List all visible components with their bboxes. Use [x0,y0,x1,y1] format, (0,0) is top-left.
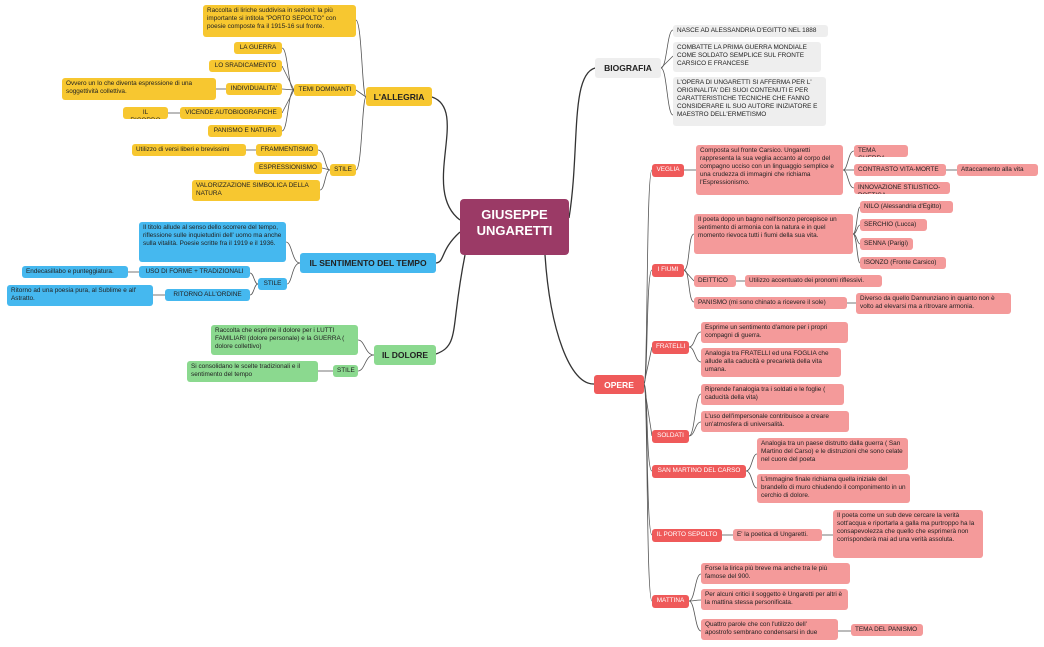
branch-sentimento [435,231,461,264]
tema-sradicamento[interactable]: LO SRADICAMENTO [209,60,282,72]
fiumi-node[interactable]: I FIUMI [652,264,684,277]
fratelli-node[interactable]: FRATELLI [652,341,689,354]
mattina-node[interactable]: MATTINA [652,595,689,608]
ritorno-ordine-note[interactable]: Ritorno ad una poesia pura, al Sublime e… [7,285,153,306]
dolore-stile-note[interactable]: Si consolidano le scelte tradizionali e … [187,361,318,382]
fiumi-deittico[interactable]: DEITTICO [694,275,736,287]
stile-frammentismo[interactable]: FRAMMENTISMO [256,144,318,156]
dolore-stile-node[interactable]: STILE [333,365,358,377]
fiumi-description[interactable]: Il poeta dopo un bagno nell'Isonzo perce… [694,214,853,254]
soldati-node[interactable]: SOLDATI [652,430,689,443]
mattina-item-1[interactable]: Forse la lirica più breve ma anche tra l… [701,563,850,584]
temi-dominanti-node[interactable]: TEMI DOMINANTI [294,84,356,96]
biografia-item-1[interactable]: NASCE AD ALESSANDRIA D'EGITTO NEL 1888 [673,25,828,37]
sanmartino-item-2[interactable]: L'immagine finale richiama quella inizia… [757,474,910,503]
fiumi-panismo-note[interactable]: Diverso da quello Dannunziano in quanto … [856,293,1011,314]
biografia-node[interactable]: BIOGRAFIA [595,58,661,78]
veglia-contrasto[interactable]: CONTRASTO VITA-MORTE [854,164,946,176]
veglia-tema-guerra[interactable]: TEMA GUERRA [854,145,908,157]
sanmartino-node[interactable]: SAN MARTINO DEL CARSO [652,465,746,478]
branch-dolore [435,254,466,355]
fiumi-river-isonzo[interactable]: ISONZO (Fronte Carsico) [860,257,946,269]
tema-vicende-autobiografiche[interactable]: VICENDE AUTOBIOGRAFICHE [180,107,282,119]
sentimento-node[interactable]: IL SENTIMENTO DEL TEMPO [300,253,436,273]
branch-opere [544,254,595,385]
dolore-description[interactable]: Raccolta che esprime il dolore per i LUT… [211,325,358,355]
veglia-innovazione[interactable]: INNOVAZIONE STILISTICO-POETICA [854,182,950,194]
frammentismo-note[interactable]: Utilizzo di versi liberi e brevissimi [132,144,246,156]
stile-valorizzazione[interactable]: VALORIZZAZIONE SIMBOLICA DELLA NATURA [192,180,320,201]
veglia-description[interactable]: Composta sul fronte Carsico. Ungaretti r… [696,145,843,195]
veglia-node[interactable]: VEGLIA [652,164,684,177]
ritorno-ordine[interactable]: RITORNO ALL'ORDINE [165,289,250,301]
biografia-item-3[interactable]: L'OPERA DI UNGARETTI SI AFFERMA PER L' O… [673,77,826,126]
soldati-item-1[interactable]: Riprende l'analogia tra i soldati e le f… [701,384,844,405]
mattina-item-2[interactable]: Per alcuni critici il soggetto è Ungaret… [701,589,848,610]
fiumi-river-nilo[interactable]: NILO (Alessandria d'Egitto) [860,201,953,213]
uso-forme-tradizionali[interactable]: USO DI FORME + TRADIZIONALI [139,266,250,278]
biografia-item-2[interactable]: COMBATTE LA PRIMA GUERRA MONDIALE COME S… [673,42,821,72]
dolore-node[interactable]: IL DOLORE [374,345,436,365]
soldati-item-2[interactable]: L'uso dell'impersonale contribuisce a cr… [701,411,849,432]
allegria-description[interactable]: Raccolta di liriche suddivisa in sezioni… [203,5,356,37]
sanmartino-item-1[interactable]: Analogia tra un paese distrutto dalla gu… [757,438,908,470]
tema-panismo-natura[interactable]: PANISMO E NATURA [208,125,282,137]
porto-sepolto-node[interactable]: IL PORTO SEPOLTO [652,529,722,542]
opere-node[interactable]: OPERE [594,375,644,394]
central-topic[interactable]: GIUSEPPE UNGARETTI [460,199,569,255]
sentimento-description[interactable]: Il titolo allude al senso dello scorrere… [139,222,286,262]
porto-note[interactable]: Il poeta come un sub deve cercare la ver… [833,510,983,558]
fiumi-deittico-note[interactable]: Utilizzo accentuato dei pronomi riflessi… [745,275,882,287]
branch-allegria [431,96,461,221]
uso-forme-note[interactable]: Endecasillabo e punteggiatura. [22,266,128,278]
tema-guerra[interactable]: LA GUERRA [234,42,282,54]
individualita-note[interactable]: Ovvero un lo che diventa espressione di … [62,78,216,100]
allegria-node[interactable]: L'ALLEGRIA [366,87,432,106]
central-line-2: UNGARETTI [476,223,553,239]
fiumi-panismo[interactable]: PANISMO (mi sono chinato a ricevere il s… [694,297,847,309]
mattina-item-3[interactable]: Quattro parole che con l'utilizzo dell' … [701,619,838,640]
sentimento-stile-node[interactable]: STILE [258,278,287,290]
tema-individualita[interactable]: INDIVIDUALITA' [226,83,282,95]
branch-biografia [568,67,596,219]
central-line-1: GIUSEPPE [481,207,548,222]
fiumi-river-senna[interactable]: SENNA (Parigi) [860,238,913,250]
veglia-contrasto-note[interactable]: Attaccamento alla vita [957,164,1038,176]
stile-espressionismo[interactable]: ESPRESSIONISMO [254,162,322,174]
fratelli-item-1[interactable]: Esprime un sentimento d'amore per i prop… [701,322,848,343]
mattina-tema-panismo[interactable]: TEMA DEL PANISMO [851,624,923,636]
il-ricordo[interactable]: IL RICORDO [123,107,168,119]
allegria-stile-node[interactable]: STILE [330,164,356,176]
fiumi-river-serchio[interactable]: SERCHIO (Lucca) [860,219,927,231]
porto-poetica[interactable]: E' la poetica di Ungaretti. [733,529,822,541]
fratelli-item-2[interactable]: Analogia tra FRATELLI ed una FOGLIA che … [701,348,841,377]
